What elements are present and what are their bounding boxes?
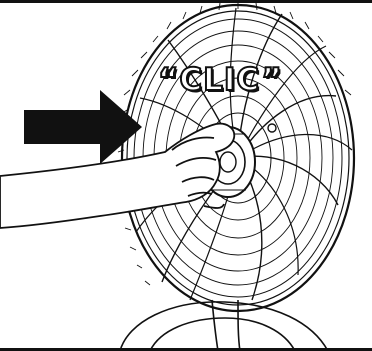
clic-sound-label: “CLIC” <box>158 62 283 98</box>
arrow-right-icon <box>24 90 142 164</box>
fan-base-icon <box>120 300 328 351</box>
